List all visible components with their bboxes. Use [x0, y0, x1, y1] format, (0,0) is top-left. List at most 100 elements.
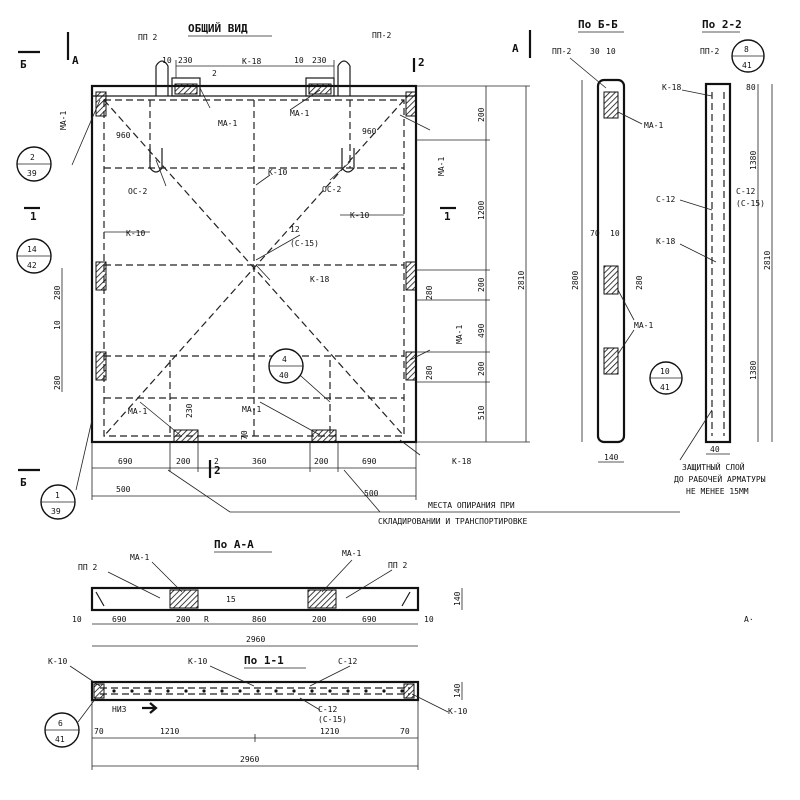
- svg-text:41: 41: [660, 383, 670, 392]
- dim-bb-280: 280: [635, 275, 644, 290]
- dim-top-10-right: 10: [294, 56, 304, 65]
- label-aa-pp2-right: ПП 2: [388, 561, 407, 570]
- svg-text:8: 8: [744, 45, 749, 54]
- dim-top-2: 2: [212, 69, 217, 78]
- note-support-line1: МЕСТА ОПИРАНИЯ ПРИ: [428, 501, 515, 510]
- note-cover-line3: НЕ МЕНЕЕ 15ММ: [686, 487, 749, 496]
- dim-aa-690-left: 690: [112, 615, 127, 624]
- dim-bb-110: 10: [606, 47, 616, 56]
- label-22-s15-right: (С-15): [736, 199, 765, 208]
- section-11-view: По 1-1 К-10 К-10 С-12 С-12 (С-15) К-10 Н…: [44, 654, 467, 770]
- dim-22-80: 80: [746, 83, 756, 92]
- dim-right-510: 510: [477, 405, 486, 420]
- sheet-mark: А·: [744, 615, 754, 624]
- dim-aa-10-right: 10: [424, 615, 434, 624]
- section-mark-2-bottom: 2: [214, 464, 221, 477]
- svg-text:39: 39: [51, 507, 61, 516]
- section-11-outline: [90, 680, 420, 702]
- label-12: 12: [290, 225, 300, 234]
- label-k10-right: К-10: [350, 211, 369, 220]
- callout-4-40: 4 40: [268, 348, 304, 384]
- section-mark-2-top: 2: [418, 56, 425, 69]
- section-mark-b-top: Б: [20, 58, 27, 71]
- title-section-bb: По Б-Б: [578, 18, 618, 31]
- svg-text:4: 4: [282, 355, 287, 364]
- label-pp2-right: ПП-2: [372, 31, 391, 40]
- dim-aa-140: 140: [453, 591, 462, 606]
- svg-text:41: 41: [742, 61, 752, 70]
- title-general-view: ОБЩИЙ ВИД: [188, 22, 248, 35]
- dim-left-280: 280: [53, 285, 62, 300]
- label-22-pp2: ПП-2: [700, 47, 719, 56]
- label-11-niz: НИЗ: [112, 705, 127, 714]
- label-k18-top: К-18: [242, 57, 261, 66]
- svg-text:41: 41: [55, 735, 65, 744]
- dim-bottom-200-right: 200: [314, 457, 329, 466]
- dim-aa-200-left: 200: [176, 615, 191, 624]
- label-bb-ma1-bottom: МА-1: [634, 321, 653, 330]
- section-mark-a-right: А: [512, 42, 519, 55]
- label-aa-pp2-left: ПП 2: [78, 563, 97, 572]
- lifting-loop-right: [337, 60, 351, 96]
- dim-aa-10-left: 10: [72, 615, 82, 624]
- dim-right-200: 200: [477, 107, 486, 122]
- svg-text:2: 2: [30, 153, 35, 162]
- section-bb-outline: [596, 78, 626, 444]
- label-aa-ma1-right: МА-1: [342, 549, 361, 558]
- title-section-11: По 1-1: [244, 654, 284, 667]
- label-960-right: 960: [362, 127, 377, 136]
- label-ma1-top-right: МА-1: [290, 109, 309, 118]
- dim-bottom-690-left: 690: [118, 457, 133, 466]
- dim-top-230-right: 230: [312, 56, 327, 65]
- section-mark-a-left: А: [72, 54, 79, 67]
- label-11-k10-right: К-10: [448, 707, 467, 716]
- dim-right-490: 490: [477, 323, 486, 338]
- label-11-k10-left: К-10: [48, 657, 67, 666]
- note-cover-line1: ЗАЩИТНЫЙ СЛОЙ: [682, 461, 745, 472]
- label-aa-ma1-left: МА-1: [130, 553, 149, 562]
- label-os2-left: ОС-2: [128, 187, 147, 196]
- label-11-k10-center: К-10: [188, 657, 207, 666]
- dim-bb-2800: 2800: [571, 271, 580, 290]
- label-ma1-left: МА-1: [59, 111, 68, 130]
- dim-right-2810: 2810: [517, 271, 526, 290]
- dim-bb-70: 70: [590, 229, 600, 238]
- dim-11-70-left: 70: [94, 727, 104, 736]
- lifting-loop-left: [155, 60, 169, 96]
- callout-1-39: 1 39: [40, 484, 76, 520]
- dim-right-200b: 200: [477, 277, 486, 292]
- general-view: ОБЩИЙ ВИД: [16, 22, 680, 526]
- label-22-s12-right: С-12: [736, 187, 755, 196]
- label-ma1-bottom-left: МА-1: [128, 407, 147, 416]
- dim-bottom-200-left: 200: [176, 457, 191, 466]
- label-ma1-bottom-right: МА-1: [242, 405, 261, 414]
- dim-right-1200: 1200: [477, 201, 486, 220]
- label-22-k18-top: К-18: [662, 83, 681, 92]
- label-k10-left: К-10: [126, 229, 145, 238]
- label-k10-center: К-10: [268, 168, 287, 177]
- dim-inner-280b: 280: [425, 365, 434, 380]
- svg-text:42: 42: [27, 261, 37, 270]
- dim-bb-140: 140: [604, 453, 619, 462]
- section-mark-1-right: 1: [444, 210, 451, 223]
- dim-top-230-left: 230: [178, 56, 193, 65]
- dim-aa-690-right: 690: [362, 615, 377, 624]
- dim-bb-30: 30: [590, 47, 600, 56]
- section-22-outline: [704, 82, 732, 444]
- label-bb-ma1-top: МА-1: [644, 121, 663, 130]
- callout-14-42: 14 42: [16, 238, 52, 274]
- callout-2-39: 2 39: [16, 146, 52, 182]
- label-ma1-right-low: МА-1: [455, 325, 464, 344]
- title-section-aa: По А-А: [214, 538, 254, 551]
- dim-inner-280: 280: [425, 285, 434, 300]
- svg-text:39: 39: [27, 169, 37, 178]
- dim-bottom-500-right: 500: [364, 489, 379, 498]
- dim-top-10-left: 10: [162, 56, 172, 65]
- label-k18-center: К-18: [310, 275, 329, 284]
- label-ma1-right: МА-1: [437, 157, 446, 176]
- dim-bottom-690-right: 690: [362, 457, 377, 466]
- callout-10-41: 10 41: [649, 361, 683, 395]
- svg-text:6: 6: [58, 719, 63, 728]
- dim-inner-70: 70: [240, 430, 249, 440]
